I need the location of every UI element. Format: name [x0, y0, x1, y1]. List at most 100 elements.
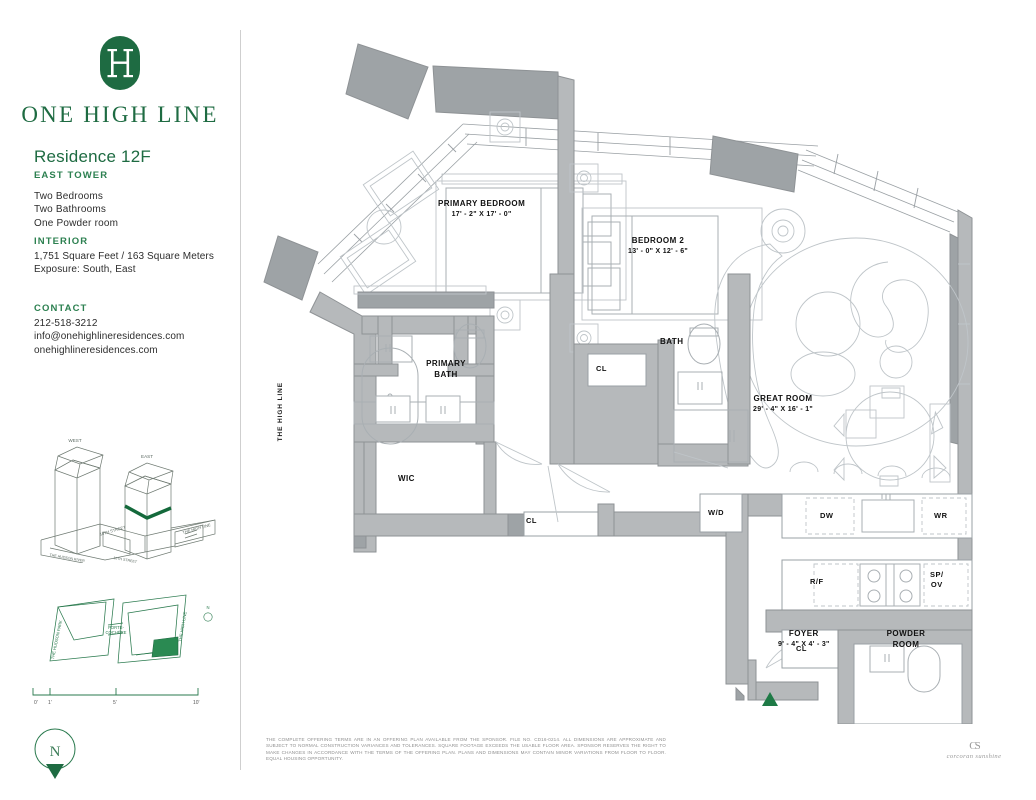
page-title: Residence 12F — [34, 147, 151, 166]
building-massing-diagram: WEST EAST 18TH STREET THE HIGH LINE THE … — [25, 428, 230, 564]
wic-east-wall — [483, 441, 497, 515]
tag-washer-dryer: W/D — [708, 508, 725, 517]
contact-email[interactable]: info@onehighlineresidences.com — [34, 331, 185, 343]
powder-room-fixtures — [869, 645, 941, 693]
spec-bedrooms: Two Bedrooms — [34, 191, 104, 202]
room-label-foyer: FOYER 9' - 4" X 4' - 3" — [778, 629, 830, 648]
wic-shelving — [353, 285, 487, 295]
corcoran-sunshine-logo: CS corcoran sunshine — [938, 740, 1010, 760]
tag-refrigerator-freezer: R/F — [810, 577, 824, 586]
foyer-south-wall — [747, 681, 819, 701]
tag-closet-2: CL — [596, 364, 607, 373]
street-label-10th: 10TH STREET — [113, 556, 138, 563]
bedroom-partition-upper — [557, 75, 575, 275]
east-window-mullions — [958, 263, 970, 385]
tag-closet-3: CL — [796, 644, 807, 653]
corcoran-sunshine-mark: CS — [969, 740, 980, 752]
cl-divider — [507, 513, 525, 537]
bath-north-wall-outer — [357, 291, 495, 309]
great-room-dining-table — [833, 387, 947, 487]
interior-details: 1,751 Square Feet / 163 Square Meters Ex… — [34, 250, 214, 277]
svg-text:N: N — [206, 605, 209, 610]
cl-east-wall — [597, 503, 615, 537]
porte-cochere-label-1: PORTE- — [108, 625, 124, 630]
site-key-plan: THE HUDSON PARK THE HIGH LINE PORTE- COC… — [28, 585, 228, 680]
high-line-context-label: THE HIGH LINE — [277, 382, 284, 442]
powder-room-fill — [853, 643, 963, 725]
bedroom-2-bed — [581, 207, 763, 321]
closet-bedroom2 — [587, 353, 647, 387]
column-nw-bottom — [263, 235, 319, 301]
east-wall-inner — [949, 233, 959, 445]
tag-closet-1: CL — [526, 516, 537, 525]
foyer-jamb — [747, 659, 757, 701]
scale-bar: 0' 1' 5' 10' — [30, 680, 205, 715]
porte-cochere-label-2: COCHÈRE — [106, 630, 127, 635]
column-nw-top — [345, 43, 429, 120]
primary-bedroom-furniture — [339, 150, 440, 296]
bedroom-partition-lower — [549, 273, 575, 465]
bath2-fixtures — [673, 323, 749, 463]
bath2-east-wall — [727, 273, 751, 465]
entry-jamb — [735, 686, 745, 701]
spec-bathrooms: Two Bathrooms — [34, 204, 107, 216]
site-west-street-label: THE HUDSON PARK — [50, 619, 63, 659]
scale-tick-5: 5' — [113, 700, 117, 706]
room-label-primary-bedroom: PRIMARY BEDROOM 17' - 2" X 17' - 0" — [438, 199, 526, 218]
tag-wine-refrigerator: WR — [934, 511, 948, 520]
one-high-line-monogram-icon — [98, 34, 142, 92]
scale-tick-0: 0' — [34, 700, 38, 706]
room-label-great-room: GREAT ROOM 29' - 4" X 16' - 1" — [753, 394, 814, 413]
corcoran-sunshine-name: corcoran sunshine — [946, 753, 1002, 760]
legal-disclaimer: THE COMPLETE OFFERING TERMS ARE IN AN OF… — [266, 737, 666, 762]
scale-tick-10: 10' — [193, 700, 200, 706]
site-east-street-label: THE HIGH LINE — [177, 611, 187, 642]
great-room-console — [929, 403, 951, 483]
compass-north-icon: N — [32, 726, 84, 784]
entry-triangle-icon — [762, 692, 778, 706]
wic-west-wall — [353, 441, 365, 515]
wic-south-wall — [353, 513, 509, 537]
brand-name: ONE HIGH LINE — [21, 102, 219, 127]
interior-area: 1,751 Square Feet / 163 Square Meters — [34, 251, 214, 262]
contact-header: CONTACT — [34, 303, 88, 314]
room-label-bedroom-2: BEDROOM 2 13' - 0" X 12' - 6" — [628, 236, 689, 255]
contact-details: 212-518-3212 info@onehighlineresidences.… — [34, 317, 184, 357]
bath2-south-wall — [657, 443, 749, 467]
east-tower-label: EAST — [141, 454, 153, 459]
column-north — [432, 65, 561, 120]
kitchen-island — [781, 493, 973, 539]
svg-text:N: N — [50, 744, 61, 760]
sw-corner-block — [353, 535, 367, 549]
floorplan-drawing: .w{fill:#b6b9bb;stroke:#8e9295;stroke-wi… — [258, 24, 1018, 725]
primary-bedroom-ceiling-fixtures — [489, 111, 521, 331]
contact-phone[interactable]: 212-518-3212 — [34, 318, 98, 329]
hudson-river-label: THE HUDSON RIVER — [49, 553, 85, 563]
kitchen-back-counter — [781, 559, 973, 611]
scale-tick-1: 1' — [48, 700, 52, 706]
tag-speed-oven: SP/OV — [930, 570, 944, 589]
residence-specs: Two Bedrooms Two Bathrooms One Powder ro… — [34, 190, 118, 230]
interior-header: INTERIOR — [34, 236, 89, 247]
sidebar: ONE HIGH LINE Residence 12F EAST TOWER T… — [0, 0, 240, 800]
primary-bath-fixtures — [353, 323, 495, 445]
foyer-closet — [781, 629, 839, 669]
room-label-bath: BATH — [660, 337, 684, 346]
column-north-east — [709, 135, 799, 193]
spec-powder-room: One Powder room — [34, 217, 119, 229]
site-north-icon: N — [203, 605, 213, 622]
tower-label: EAST TOWER — [34, 170, 109, 181]
brand-logo: ONE HIGH LINE — [0, 34, 240, 128]
contact-website[interactable]: onehighlineresidences.com — [34, 344, 158, 356]
washer-dryer-unit — [699, 493, 743, 533]
wc-wall-1 — [353, 363, 399, 377]
west-tower-label: WEST — [68, 438, 81, 443]
northeast-curtain-wall — [797, 149, 959, 233]
kitchen-stools — [789, 461, 951, 479]
sidebar-divider — [240, 30, 241, 770]
room-label-wic: WIC — [398, 474, 415, 483]
interior-exposure: Exposure: South, East — [34, 264, 136, 276]
